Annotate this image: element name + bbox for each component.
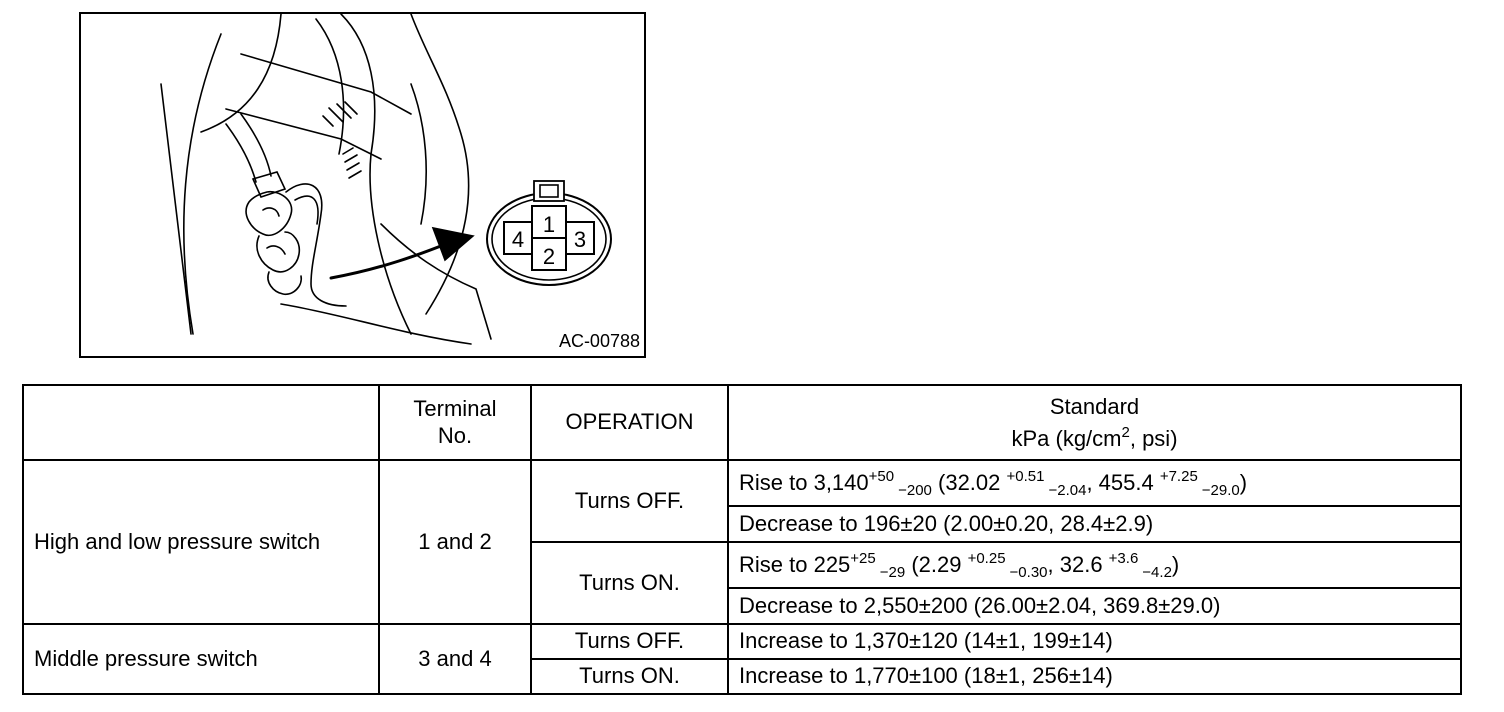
standard-high-low-on-rise: Rise to 225+25−29 (2.29 +0.25−0.30, 32.6…: [727, 541, 1462, 589]
std-mid: , 32.6: [1047, 551, 1109, 577]
pressure-switch-illustration: 1 2 3 4: [160, 14, 612, 345]
std-post: ): [1239, 469, 1248, 495]
connector-pin-1: 1: [543, 212, 555, 237]
table-row: Turns ON. Increase to 1,770±100 (18±1, 2…: [23, 658, 1462, 695]
unit-post: , psi): [1129, 425, 1178, 451]
unit-sup: 2: [1121, 423, 1130, 441]
header-standard: Standard kPa (kg/cm2, psi): [727, 384, 1462, 461]
table-row: Decrease to 2,550±200 (26.00±2.04, 369.8…: [23, 587, 1462, 625]
header-row: Terminal No. OPERATION Standard kPa (kg/…: [22, 384, 1462, 461]
std-sup: +0.25: [967, 549, 1006, 567]
header-standard-unit: kPa (kg/cm2, psi): [739, 423, 1450, 455]
std-sup: +0.51: [1006, 467, 1045, 485]
unit-pre: kPa (kg/cm: [1011, 425, 1122, 451]
std-sub: −2.04: [1048, 481, 1087, 499]
operation-middle-off: Turns OFF.: [530, 623, 729, 660]
header-operation: OPERATION: [530, 384, 729, 461]
terminal-middle: 3 and 4: [378, 623, 532, 695]
std-sub: −29.0: [1201, 481, 1240, 499]
std-sup: +7.25: [1159, 467, 1198, 485]
header-terminal: Terminal No.: [378, 384, 532, 461]
component-high-low: High and low pressure switch: [22, 459, 380, 625]
std-sub: −0.30: [1009, 563, 1048, 581]
component-middle: Middle pressure switch: [22, 623, 380, 695]
illustration-frame: 1 2 3 4 AC-00788: [79, 12, 646, 358]
operation-high-low-off: Turns OFF.: [530, 459, 729, 543]
terminal-high-low: 1 and 2: [378, 459, 532, 625]
std-sup: +25: [850, 549, 876, 567]
table-row: Turns ON. Rise to 225+25−29 (2.29 +0.25−…: [23, 541, 1462, 625]
standard-high-low-off-rise: Rise to 3,140+50−200 (32.02 +0.51−2.04, …: [727, 459, 1462, 507]
std-sub: −29: [879, 563, 906, 581]
connector-pin-3: 3: [574, 227, 586, 252]
header-component: [22, 384, 380, 461]
std-post: ): [1171, 551, 1180, 577]
std-sup: +50: [868, 467, 895, 485]
table-row: High and low pressure switch 1 and 2 Tur…: [22, 459, 1462, 625]
operation-middle-on: Turns ON.: [530, 658, 729, 695]
std-mid: , 455.4: [1086, 469, 1160, 495]
std-mid: (2.29: [905, 551, 968, 577]
std-pre: Rise to 3,140: [739, 469, 869, 495]
std-mid: (32.02: [931, 469, 1007, 495]
std-pre: Rise to 225: [739, 551, 851, 577]
header-standard-line1: Standard: [1049, 393, 1140, 419]
std-sub: −200: [898, 481, 932, 499]
table-row: Middle pressure switch 3 and 4 Turns OFF…: [22, 623, 1462, 695]
std-sub: −4.2: [1142, 563, 1172, 581]
pressure-switch-spec-table: Terminal No. OPERATION Standard kPa (kg/…: [22, 384, 1462, 695]
std-sup: +3.6: [1108, 549, 1139, 567]
figure-code: AC-00788: [558, 331, 640, 351]
standard-high-low-on-decrease: Decrease to 2,550±200 (26.00±2.04, 369.8…: [727, 587, 1462, 625]
header-terminal-line2: No.: [437, 422, 473, 448]
header-terminal-line1: Terminal: [413, 396, 497, 422]
operation-high-low-on: Turns ON.: [530, 541, 729, 625]
connector-pin-4: 4: [512, 227, 524, 252]
standard-middle-on: Increase to 1,770±100 (18±1, 256±14): [727, 658, 1462, 695]
standard-high-low-off-decrease: Decrease to 196±20 (2.00±0.20, 28.4±2.9): [727, 505, 1462, 543]
table-row: Decrease to 196±20 (2.00±0.20, 28.4±2.9): [23, 505, 1462, 543]
standard-middle-off: Increase to 1,370±120 (14±1, 199±14): [727, 623, 1462, 660]
connector-pin-2: 2: [543, 244, 555, 269]
